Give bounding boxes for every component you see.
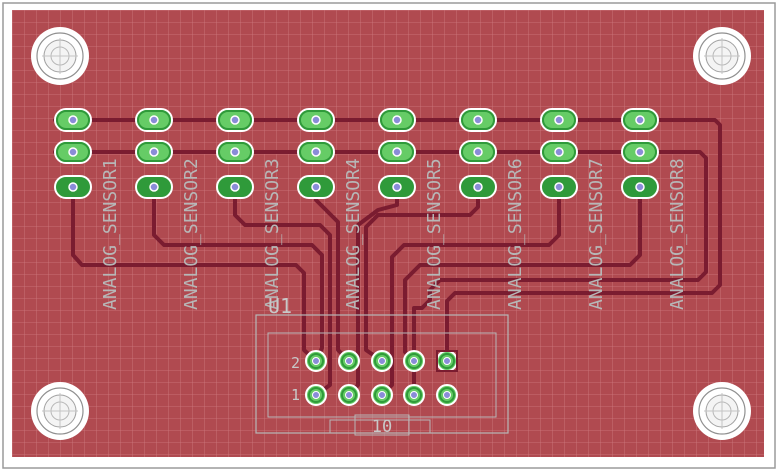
sensor-pad (297, 140, 335, 164)
trace (71, 185, 318, 363)
sensor-pad (459, 108, 497, 132)
sensor-pad (459, 140, 497, 164)
trace (364, 185, 480, 363)
mounting-holes (31, 27, 751, 440)
sensor-pad (297, 175, 335, 199)
trace (152, 185, 324, 363)
sensor-label: ANALOG_SENSOR8 (667, 158, 688, 310)
mounting-hole-3 (31, 382, 89, 440)
sensor-pad (621, 108, 659, 132)
sensor-footprint-8: ANALOG_SENSOR8 (621, 108, 688, 310)
connector-pin (371, 384, 393, 406)
connector-u1: 10 U1 2 1 (255, 294, 509, 437)
trace-layer (53, 118, 722, 397)
sensor-label: ANALOG_SENSOR1 (100, 158, 121, 310)
connector-pin (338, 384, 360, 406)
pin-label-2: 2 (291, 354, 300, 372)
pin-count-label: 10 (372, 417, 392, 437)
sensor-pad (54, 175, 92, 199)
sensor-footprint-6: ANALOG_SENSOR6 (459, 108, 526, 310)
connector-pin (305, 384, 327, 406)
trace (53, 150, 708, 397)
sensor-label: ANALOG_SENSOR2 (181, 158, 202, 310)
sensor-pad (216, 108, 254, 132)
sensor-label: ANALOG_SENSOR4 (343, 158, 364, 310)
mounting-hole-2 (693, 27, 751, 85)
sensor-footprint-4: ANALOG_SENSOR4 (297, 108, 364, 310)
mounting-hole-4 (693, 382, 751, 440)
connector-pin (436, 384, 458, 406)
sensor-pad (540, 140, 578, 164)
sensor-pad (378, 140, 416, 164)
sensor-footprint-2: ANALOG_SENSOR2 (135, 108, 202, 310)
sensor-pad (378, 175, 416, 199)
trace (403, 185, 642, 363)
connector-silk-outline (255, 314, 509, 434)
connector-pin (403, 384, 425, 406)
trace (347, 185, 399, 397)
sensor-pad (54, 108, 92, 132)
sensor-pad (216, 140, 254, 164)
sensor-pad (540, 175, 578, 199)
connector-pin (338, 350, 360, 372)
sensor-pad (459, 175, 497, 199)
sensor-footprint-3: ANALOG_SENSOR3 (216, 108, 283, 310)
sensor-pad (297, 108, 335, 132)
connector-pin (371, 350, 393, 372)
sensor-pad (621, 140, 659, 164)
sensor-pad (135, 108, 173, 132)
sensor-label: ANALOG_SENSOR7 (586, 158, 607, 310)
sensor-label: ANALOG_SENSOR6 (505, 158, 526, 310)
trace (380, 185, 561, 397)
connector-pin (403, 350, 425, 372)
connector-pins (305, 350, 458, 406)
sensor-pad (540, 108, 578, 132)
pin-count-box (354, 414, 410, 436)
connector-silk-inner (267, 332, 497, 418)
connector-ref-label: U1 (268, 294, 292, 318)
sensor-pad (621, 175, 659, 199)
connector-key-notch (256, 419, 508, 434)
sensor-pad (135, 175, 173, 199)
pin-label-1: 1 (291, 386, 300, 404)
trace (233, 185, 332, 397)
sensor-pad (54, 140, 92, 164)
sensor-footprint-7: ANALOG_SENSOR7 (540, 108, 607, 310)
connector-pin (436, 350, 458, 372)
sensor-label: ANALOG_SENSOR3 (262, 158, 283, 310)
sensor-footprints: ANALOG_SENSOR1 ANALOG_SENSOR2 ANALOG_SENSO… (54, 108, 688, 310)
sensor-footprint-5: ANALOG_SENSOR5 (378, 108, 445, 310)
sensor-footprint-1: ANALOG_SENSOR1 (54, 108, 121, 310)
connector-pin (305, 350, 327, 372)
mounting-hole-1 (31, 27, 89, 85)
sensor-pad (378, 108, 416, 132)
trace (53, 118, 722, 363)
sensor-pad (216, 175, 254, 199)
sensor-pad (135, 140, 173, 164)
sensor-label: ANALOG_SENSOR5 (424, 158, 445, 310)
